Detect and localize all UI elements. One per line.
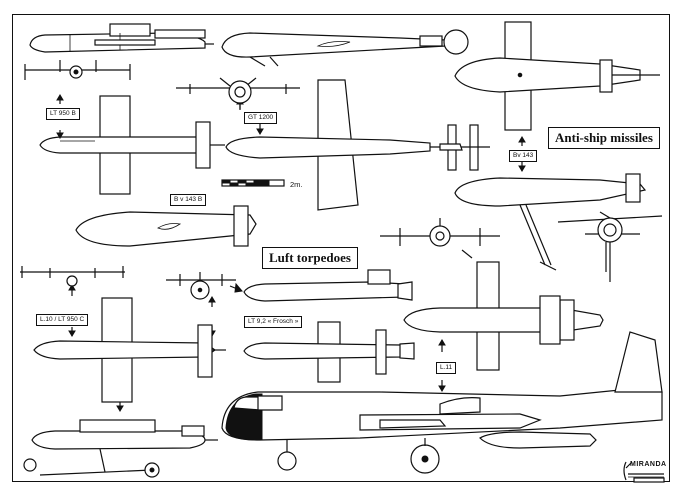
lt950b-front-view [24, 60, 131, 80]
gt1200-front-view [176, 77, 300, 110]
frosch-front-view [166, 272, 236, 300]
lt950b-side-view [29, 23, 214, 53]
l11-side-view [403, 261, 604, 371]
scale-bar-label: 2m. [290, 180, 303, 189]
l10-plan-view [33, 297, 226, 403]
label-l10-lt950c: L.10 / LT 950 C [36, 314, 89, 326]
parent-aircraft [221, 331, 663, 474]
l10-front-view [20, 266, 125, 287]
anti-ship-missiles-heading: Anti-ship missiles [548, 127, 660, 149]
sheet-border [12, 14, 670, 482]
torpedo-front-view [380, 218, 500, 247]
bv143b-side-view [75, 205, 257, 247]
bv143-plan-view [454, 21, 660, 131]
label-bv143b: B v 143 B [170, 194, 207, 206]
label-gt1200: GT 1200 [244, 112, 278, 124]
label-bv143: Bv 143 [509, 150, 538, 162]
scale-bar [221, 179, 285, 187]
logo-text: MIRANDA [630, 461, 667, 468]
l10-side-view [23, 419, 218, 478]
gt1200-side-view [221, 29, 469, 67]
label-lt92-frosch: LT 9,2 « Frosch » [244, 316, 303, 328]
lt950b-plan-view [39, 95, 225, 195]
bv143-front-view [557, 211, 663, 282]
frosch-plan-view [243, 321, 415, 383]
label-l11: L.11 [436, 362, 457, 374]
label-lt950b: LT 950 B [46, 108, 80, 120]
bv143-side-view [454, 173, 647, 271]
miranda-logo: MIRANDA [620, 458, 666, 484]
gt1200-plan-view [225, 79, 490, 211]
miranda-logo-mark [623, 461, 665, 483]
luft-torpedoes-heading: Luft torpedoes [262, 247, 358, 269]
frosch-side-view [243, 269, 413, 302]
